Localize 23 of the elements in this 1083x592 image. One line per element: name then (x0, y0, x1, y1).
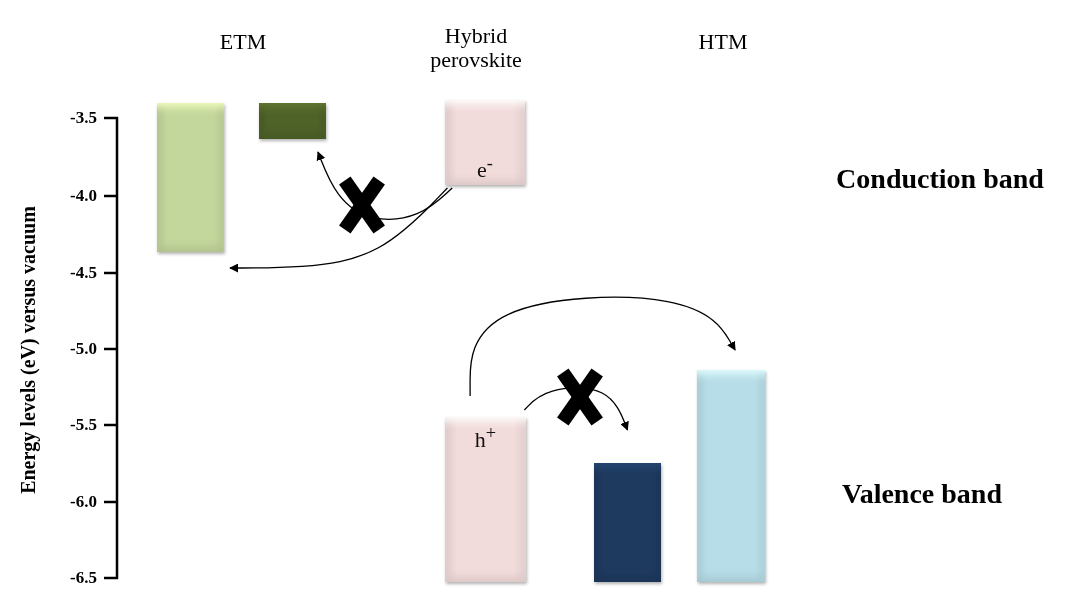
energy-level-bar (259, 103, 326, 139)
transfer-arrow (469, 296, 736, 397)
energy-level-bar (445, 100, 525, 185)
axis-title: Energy levels (eV) versus vacuum (17, 206, 39, 494)
energy-level-bar (445, 417, 526, 582)
tick-label: -5.0 (70, 339, 97, 359)
transfer-arrow (229, 187, 449, 273)
energy-level-bar (697, 370, 765, 582)
tick-label: -6.0 (70, 492, 97, 512)
tick-label: -4.5 (70, 263, 97, 283)
band-label: Conduction band (836, 163, 1044, 195)
tick-label: -3.5 (70, 108, 97, 128)
column-heading: ETM (219, 29, 267, 55)
tick-label: -6.5 (70, 568, 97, 588)
carrier-label: e$^{-}$ (477, 152, 493, 184)
energy-level-bar (594, 463, 661, 582)
tick-label: -5.5 (70, 415, 97, 435)
energy-level-bar (157, 103, 224, 252)
band-label: Valence band (842, 478, 1002, 510)
carrier-label: h$^{+}$ (474, 422, 497, 454)
tick-label: -4.0 (70, 186, 97, 206)
column-heading: HTM (698, 29, 748, 55)
column-heading: Hybrid perovskite (429, 23, 523, 73)
